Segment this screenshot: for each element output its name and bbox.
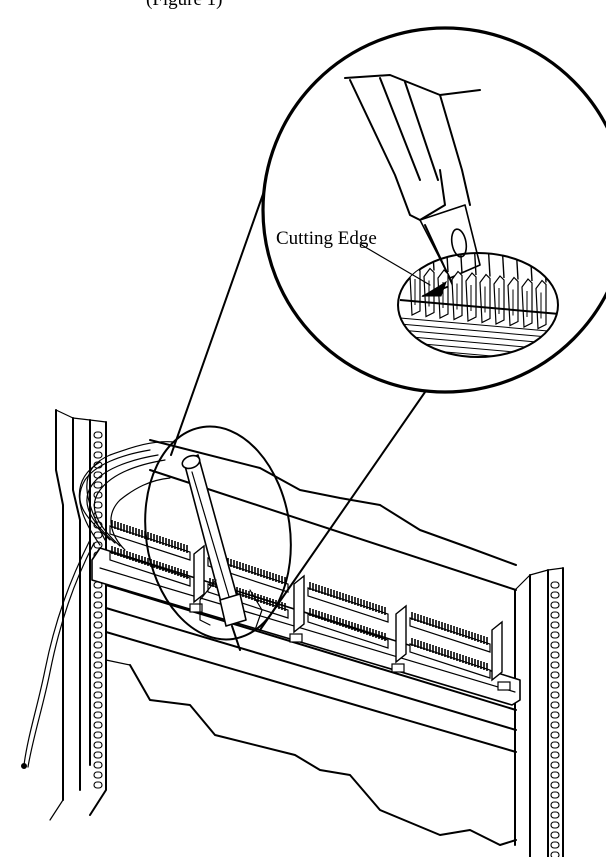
rail-hole [93,621,103,629]
rail-hole [550,611,560,619]
rail-hole [93,731,103,739]
rail-hole [93,601,103,609]
zoom-line-right [259,381,433,631]
left-rack-rail [49,409,107,821]
rail-hole [93,451,103,459]
rail-hole [550,641,560,649]
rail-hole [93,591,103,599]
rail-hole [550,601,560,609]
end-bracket [491,620,511,691]
rail-hole [93,471,103,479]
rail-hole [93,751,103,759]
rail-hole [550,591,560,599]
rail-hole [550,821,560,829]
rail-hole [93,611,103,619]
rail-hole [550,701,560,709]
rail-hole [93,781,103,789]
rail-hole [550,811,560,819]
rail-hole [93,721,103,729]
punch-down-tool [181,454,263,651]
rail-hole [93,771,103,779]
rail-hole [550,691,560,699]
cutting-edge-label: Cutting Edge [276,228,377,249]
rail-hole [93,651,103,659]
connector-block [109,520,191,587]
rail-hole [550,651,560,659]
rail-hole [93,681,103,689]
rail-hole [550,771,560,779]
rail-hole [93,481,103,489]
rail-hole [550,721,560,729]
rail-hole [93,691,103,699]
rail-hole [93,431,103,439]
rack-frame [105,439,517,846]
rail-hole [550,841,560,849]
detail-magnified-view [261,26,606,394]
callout-leader-line [359,243,431,286]
rail-hole [550,671,560,679]
rail-hole [550,621,560,629]
rail-hole [550,741,560,749]
rail-hole [93,441,103,449]
rail-hole [93,711,103,719]
rail-hole [93,741,103,749]
rail-hole [550,791,560,799]
rail-hole [550,711,560,719]
rail-hole [550,751,560,759]
rail-hole [93,661,103,669]
detail-focus-ellipse [144,425,292,641]
connector-block [289,574,389,649]
zoom-line-left [170,179,269,456]
rail-hole [550,851,560,857]
cable-bundle [21,441,176,769]
rail-hole [550,781,560,789]
rail-hole [550,581,560,589]
rail-hole [550,681,560,689]
rail-hole [93,671,103,679]
rail-hole [93,641,103,649]
rail-hole [550,731,560,739]
rail-hole [550,761,560,769]
right-rack-rail [514,567,564,857]
rail-hole [93,701,103,709]
figure-caption: (Figure 1) [146,0,223,11]
rail-hole [550,631,560,639]
rail-hole [550,831,560,839]
rail-hole [550,801,560,809]
rail-hole [550,661,560,669]
rail-hole [93,761,103,769]
rail-hole [93,631,103,639]
connector-block [391,604,491,679]
